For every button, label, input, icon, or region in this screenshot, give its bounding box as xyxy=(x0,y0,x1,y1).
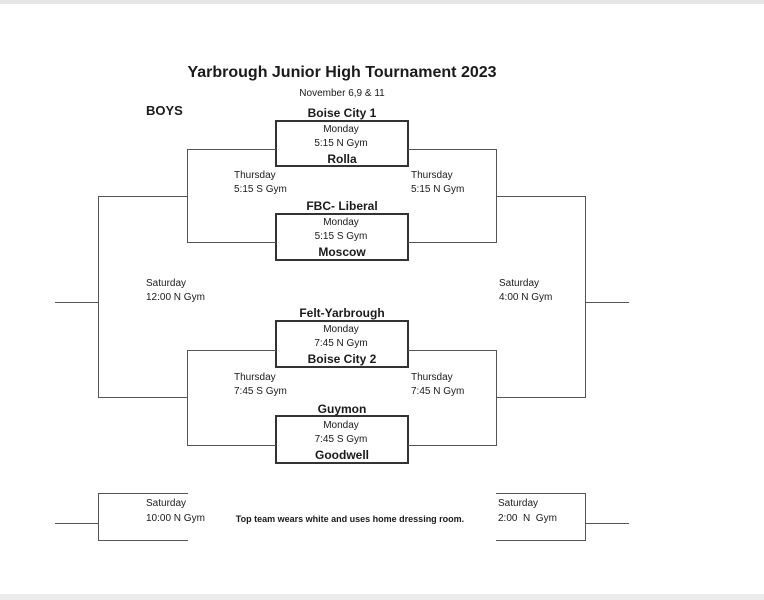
thursday-lower-right-time: 7:45 N Gym xyxy=(411,386,465,397)
bracket-line xyxy=(496,493,586,494)
team-goodwell: Goodwell xyxy=(315,448,369,462)
bracket-line xyxy=(408,445,497,446)
division-label: BOYS xyxy=(146,103,183,118)
dressing-room-note: Top team wears white and uses home dress… xyxy=(235,514,465,524)
team-rolla: Rolla xyxy=(327,152,357,166)
monday-game-4-time: 7:45 S Gym xyxy=(314,434,368,445)
bracket-line xyxy=(98,397,188,398)
bracket-line xyxy=(408,242,497,243)
bracket-line xyxy=(496,350,497,446)
bracket-line xyxy=(585,302,629,303)
bracket-line xyxy=(187,445,276,446)
monday-game-1-day: Monday xyxy=(323,124,359,135)
saturday-left-bottom-day: Saturday xyxy=(146,498,187,509)
monday-game-1-box xyxy=(275,120,409,167)
bracket-line xyxy=(98,493,188,494)
bracket-line xyxy=(98,540,188,541)
saturday-left-final-time: 12:00 N Gym xyxy=(146,292,205,303)
bracket-line xyxy=(585,493,586,541)
bracket-line xyxy=(408,149,497,150)
bracket-line xyxy=(55,523,99,524)
thursday-upper-left-day: Thursday xyxy=(234,170,276,181)
thursday-upper-right-time: 5:15 N Gym xyxy=(411,184,465,195)
monday-game-3-box xyxy=(275,320,409,368)
monday-game-4-box xyxy=(275,415,409,464)
bracket-line xyxy=(187,242,276,243)
team-felt-yarbrough: Felt-Yarbrough xyxy=(299,306,385,320)
bracket-line xyxy=(585,523,629,524)
team-guymon: Guymon xyxy=(317,402,367,416)
bracket-line xyxy=(187,350,276,351)
bracket-line xyxy=(187,350,188,446)
monday-game-3-day: Monday xyxy=(323,324,359,335)
thursday-lower-right-day: Thursday xyxy=(411,372,453,383)
bracket-line xyxy=(98,196,99,398)
team-boise-city-1: Boise City 1 xyxy=(307,106,377,120)
team-boise-city-2: Boise City 2 xyxy=(307,352,377,366)
bracket-line xyxy=(585,196,586,398)
bracket-line xyxy=(98,493,99,541)
thursday-lower-left-day: Thursday xyxy=(234,372,276,383)
page-title: Yarbrough Junior High Tournament 2023 xyxy=(187,64,497,81)
thursday-lower-left-time: 7:45 S Gym xyxy=(234,386,287,397)
bracket-line xyxy=(55,302,99,303)
saturday-right-final-day: Saturday xyxy=(499,278,540,289)
monday-game-1-time: 5:15 N Gym xyxy=(314,138,368,149)
page-top-edge xyxy=(0,0,764,4)
monday-game-2-box xyxy=(275,213,409,261)
page-bottom-edge xyxy=(0,594,764,600)
bracket-line xyxy=(408,350,497,351)
monday-game-2-time: 5:15 S Gym xyxy=(314,231,368,242)
saturday-left-final-day: Saturday xyxy=(146,278,187,289)
bracket-line xyxy=(496,397,586,398)
saturday-left-bottom-time: 10:00 N Gym xyxy=(146,513,205,524)
bracket-line xyxy=(98,196,188,197)
bracket-line xyxy=(187,149,276,150)
team-fbc-liberal: FBC- Liberal xyxy=(306,199,378,213)
monday-game-4-day: Monday xyxy=(323,420,359,431)
monday-game-2-day: Monday xyxy=(323,217,359,228)
thursday-upper-left-time: 5:15 S Gym xyxy=(234,184,287,195)
bracket-line xyxy=(496,540,586,541)
thursday-upper-right-day: Thursday xyxy=(411,170,453,181)
saturday-right-bottom-time: 2:00 N Gym xyxy=(498,513,557,524)
saturday-right-bottom-day: Saturday xyxy=(498,498,539,509)
saturday-right-final-time: 4:00 N Gym xyxy=(499,292,553,303)
team-moscow: Moscow xyxy=(318,245,366,259)
bracket-line xyxy=(496,196,586,197)
tournament-dates: November 6,9 & 11 xyxy=(299,88,385,99)
monday-game-3-time: 7:45 N Gym xyxy=(314,338,368,349)
